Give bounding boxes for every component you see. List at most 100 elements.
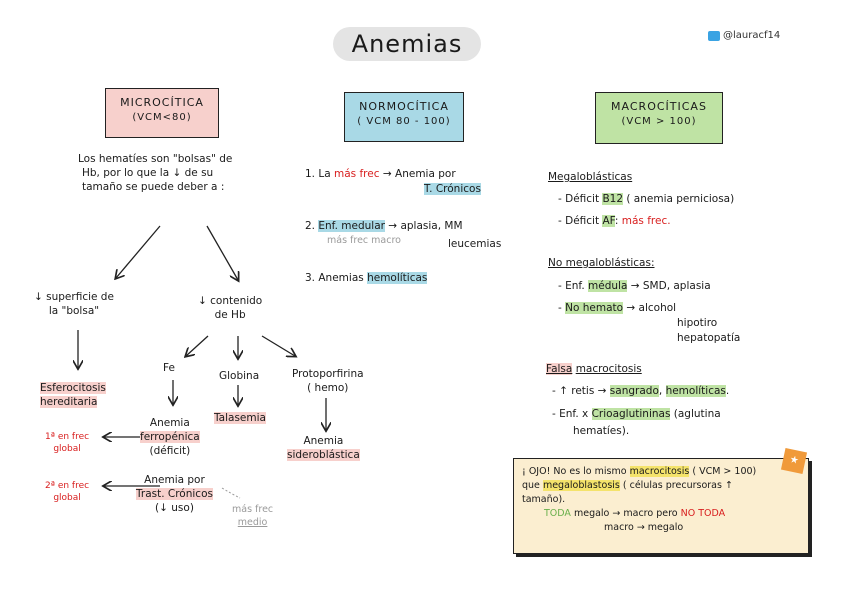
node-line: sideroblástica [287, 449, 360, 461]
item-text: AF [602, 215, 615, 227]
item-text: más frec. [621, 215, 671, 227]
falsa-macrocitosis-title: Falsa macrocitosis [546, 362, 642, 376]
nomegalo-item-2c: hepatopatía [677, 332, 741, 344]
intro-line: Hb, por lo que la ↓ de su [82, 167, 214, 179]
item-text: Falsa [546, 363, 573, 375]
note-text: megalo → macro pero [573, 508, 678, 519]
normocitica-sub: ( VCM 80 - 100) [357, 116, 451, 127]
item-text: más frec [334, 168, 380, 180]
item-text: → SMD, aplasia [630, 280, 711, 292]
page-title: Anemias [333, 27, 481, 61]
item-text: - Déficit [558, 193, 600, 205]
item-text: - Enf. [558, 280, 585, 292]
node-line: ↓ contenido [198, 295, 263, 307]
node-line: medio [237, 517, 268, 528]
falsa-item-1: - ↑ retis → sangrado, hemolíticas. [552, 384, 729, 398]
node-line: Trast. Crónicos [136, 488, 213, 500]
note-line-1: ¡ OJO! No es lo mismo macrocitosis ( VCM… [522, 465, 800, 479]
macrociticas-heading: MACROCÍTICAS [611, 100, 707, 113]
note-text: TODA [544, 508, 571, 519]
node-line: de Hb [214, 309, 246, 321]
item-text: Anemias [318, 272, 364, 284]
item-text: Enf. medular [318, 220, 385, 232]
falsa-item-2: - Enf. x Crioaglutininas (aglutina [552, 407, 721, 421]
orange-star-badge-icon: ★ [780, 447, 808, 475]
note-line-4: TODA megalo → macro pero NO TODA [522, 507, 800, 521]
node-line: 1ª en frec [45, 432, 90, 442]
nomegalo-item-2b: hipotiro [677, 317, 718, 329]
normocitica-header-box: NORMOCÍTICA ( VCM 80 - 100) [344, 92, 464, 142]
macrociticas-header-box: MACROCÍTICAS (VCM > 100) [595, 92, 723, 144]
item-text: Anemia por [395, 168, 456, 180]
item-text: - Déficit [558, 215, 600, 227]
item-text: Crioaglutininas [591, 408, 671, 420]
item-number: 3. [305, 272, 316, 284]
item-text: - ↑ retis → [552, 385, 607, 397]
note-line-3: tamaño). [522, 494, 566, 505]
megalo-item-2: - Déficit AF: más frec. [558, 214, 671, 228]
item-text: - Enf. x [552, 408, 589, 420]
node-line: Protoporfirina [292, 368, 364, 380]
normo-item-3: 3. Anemias hemolíticas [305, 271, 428, 285]
node-line: global [53, 444, 81, 454]
megaloblasticas-title: Megaloblásticas [548, 171, 633, 183]
node-line: Talasemia [214, 412, 266, 424]
microcitica-sub: (VCM<80) [132, 112, 192, 123]
node-line: ( hemo) [307, 382, 349, 394]
node-line: hereditaria [40, 396, 98, 408]
item-text: No hemato [565, 302, 624, 314]
megalo-item-1: - Déficit B12 ( anemia perniciosa) [558, 192, 734, 206]
dashed-link-medio [221, 487, 241, 499]
contenido-node: ↓ contenido de Hb [198, 294, 262, 322]
globina-node: Globina [219, 370, 260, 382]
item-text: hemolíticas [367, 272, 428, 284]
protoporfirina-node: Protoporfirina ( hemo) [292, 367, 364, 395]
item-text: → alcohol [626, 302, 677, 314]
arrow-to-protoporfirina [261, 335, 295, 356]
node-line: Anemia [149, 417, 190, 429]
item-text: aplasia, MM [400, 220, 463, 232]
talasemia-node: Talasemia [214, 411, 266, 425]
item-number: 2. [305, 220, 316, 232]
second-frec-label: 2ª en frec global [45, 480, 89, 504]
note-text: NO TODA [680, 508, 726, 519]
item-text: sangrado [609, 385, 659, 397]
node-line: (déficit) [149, 445, 191, 457]
node-line: ↓ superficie de [34, 291, 114, 303]
item-text: : [614, 215, 619, 227]
item-text: B12 [602, 193, 624, 205]
note-line-2: que megaloblastosis ( células precursora… [522, 479, 800, 493]
anemia-sideroblastica-node: Anemia sideroblástica [287, 434, 360, 462]
arrow-to-fe [186, 335, 209, 356]
item-text: . [725, 385, 730, 397]
macrociticas-sub: (VCM > 100) [621, 116, 697, 127]
arrow-to-superficie [116, 225, 161, 278]
node-line: (↓ uso) [155, 502, 194, 514]
normo-item-1: 1. La más frec → Anemia por [305, 167, 456, 181]
normocitica-heading: NORMOCÍTICA [359, 100, 449, 113]
normo-item-2: 2. Enf. medular → aplasia, MM [305, 219, 463, 233]
falsa-item-2b: hematíes). [573, 425, 630, 437]
item-text: La [318, 168, 331, 180]
arrow-icon: → [388, 220, 398, 232]
item-number: 1. [305, 168, 316, 180]
esferocitosis-node: Esferocitosis hereditaria [40, 381, 106, 409]
node-line: global [53, 493, 81, 503]
item-text: T. Crónicos [424, 183, 481, 195]
node-line: Esferocitosis [40, 382, 106, 394]
note-text: macrocitosis [629, 466, 690, 477]
normo-item-2-gray: más frec macro [327, 235, 401, 246]
item-text: ( anemia perniciosa) [626, 193, 735, 205]
twitter-bird-icon [708, 30, 720, 41]
intro-line: Los hematíes son "bolsas" de [78, 153, 233, 165]
node-line: ferropénica [140, 431, 200, 443]
item-text: hemolíticas [665, 385, 726, 397]
item-text: - [558, 302, 562, 314]
item-text: macrocitosis [575, 363, 642, 375]
note-text: megaloblastosis [542, 480, 620, 491]
first-frec-label: 1ª en frec global [45, 431, 89, 455]
arrow-to-contenido [206, 225, 238, 280]
nomegalo-item-1: - Enf. médula → SMD, aplasia [558, 279, 711, 293]
twitter-handle[interactable]: @lauracf14 [708, 30, 780, 41]
arrow-icon: → [382, 168, 392, 180]
